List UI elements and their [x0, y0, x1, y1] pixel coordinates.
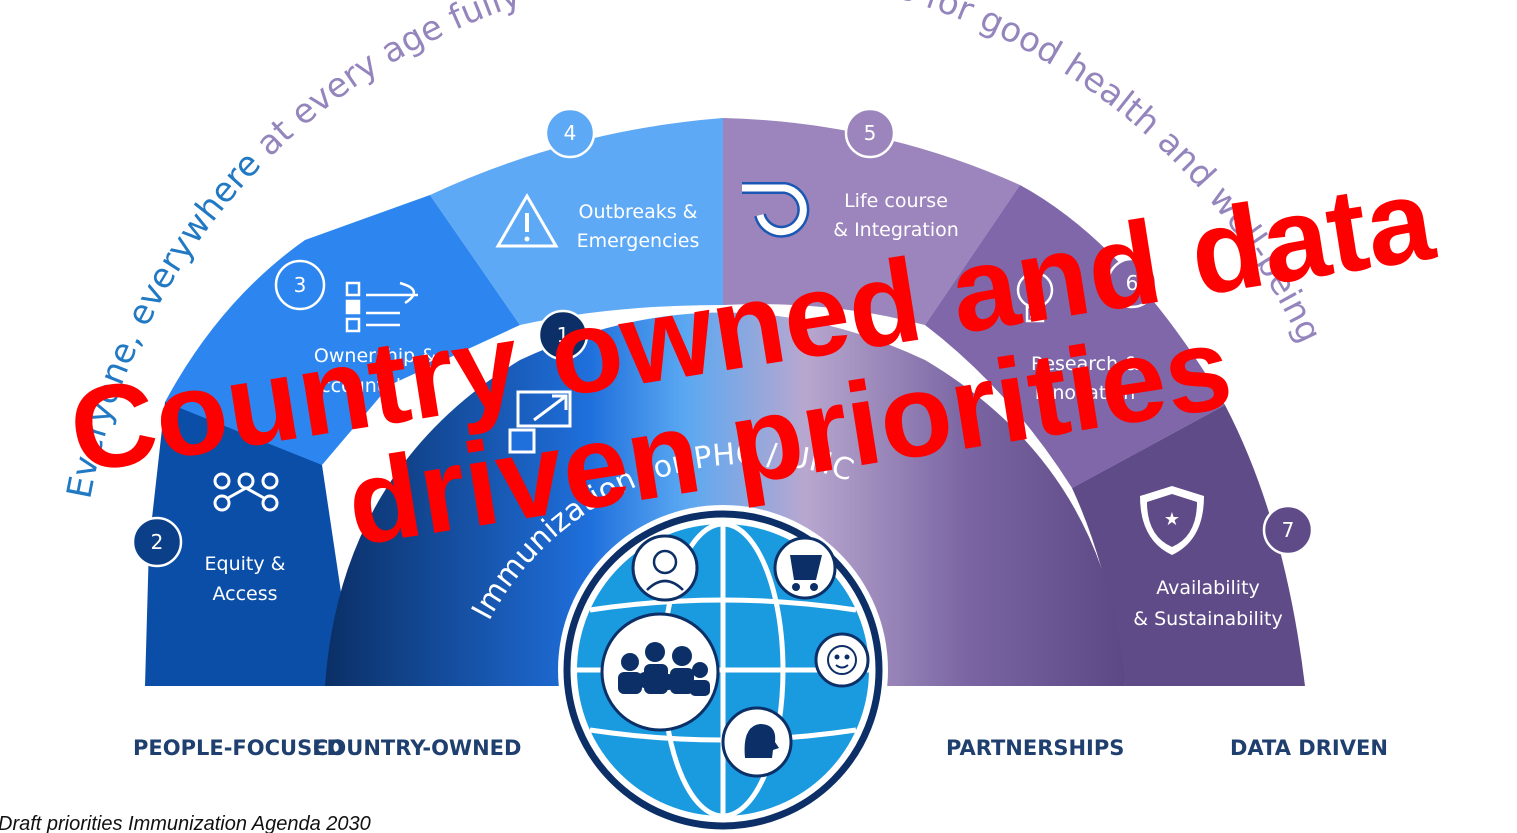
label-availability-line1: Availability: [1156, 577, 1260, 599]
elderly-person-icon: [646, 549, 684, 591]
svg-text:2: 2: [151, 530, 164, 554]
network-nodes-icon: [213, 472, 279, 512]
svg-text:6: 6: [1126, 271, 1139, 295]
segment-equity: [145, 402, 355, 686]
segment-research: [925, 185, 1225, 488]
family-group-icon: [618, 642, 710, 696]
expand-arrow-icon: [508, 390, 572, 454]
pillar-country-owned: COUNTRY-OWNED: [313, 736, 521, 760]
label-outbreaks-line2: Emergencies: [577, 230, 700, 252]
inner-band-phc-uhc: [325, 312, 1125, 686]
baby-face-icon: [827, 645, 857, 675]
cycle-arrow-icon: [742, 182, 810, 238]
svg-text:1: 1: [557, 323, 570, 347]
badge-2: 2: [131, 516, 183, 568]
svg-text:★: ★: [1164, 509, 1180, 530]
label-research-line1: Research &: [1031, 353, 1139, 375]
badge-4: 4: [544, 107, 596, 159]
label-lifecourse-line2: & Integration: [833, 219, 959, 241]
label-outbreaks-line1: Outbreaks &: [579, 201, 698, 223]
label-availability-line2: & Sustainability: [1133, 608, 1283, 630]
badge-3: 3: [274, 259, 326, 311]
label-equity-line1: Equity &: [205, 553, 286, 575]
badge-7: 7: [1262, 504, 1314, 556]
lightbulb-icon: [1016, 271, 1054, 323]
stroller-icon: [790, 555, 822, 591]
badge-6: 6: [1106, 257, 1158, 309]
warning-triangle-icon: [495, 193, 559, 248]
svg-text:3: 3: [294, 273, 307, 297]
pillar-data-driven: DATA DRIVEN: [1230, 736, 1388, 760]
badge-5: 5: [844, 107, 896, 159]
segment-availability: [1072, 405, 1305, 686]
badge-1: 1: [537, 309, 589, 361]
person-head-icon: [744, 724, 779, 758]
globe: [558, 505, 888, 833]
figure-caption: Draft priorities Immunization Agenda 203…: [0, 813, 371, 833]
label-equity-line2: Access: [212, 583, 277, 605]
checklist-icon: [345, 281, 418, 333]
pillar-people-focused: PEOPLE-FOCUSED: [133, 736, 344, 760]
svg-text:5: 5: [864, 121, 877, 145]
svg-text:4: 4: [564, 121, 577, 145]
label-lifecourse-line1: Life course: [844, 190, 948, 212]
segment-outbreaks: [430, 118, 723, 325]
pillar-partnerships: PARTNERSHIPS: [946, 736, 1124, 760]
label-ownership-line1: Ownership &: [314, 345, 436, 367]
svg-text:7: 7: [1282, 518, 1295, 542]
segment-lifecourse: [723, 118, 1020, 325]
shield-star-icon: ★: [1140, 486, 1204, 555]
segment-ownership: [165, 195, 520, 465]
label-ownership-line2: Accountability: [308, 375, 443, 397]
label-research-line2: Innovation: [1035, 382, 1136, 404]
